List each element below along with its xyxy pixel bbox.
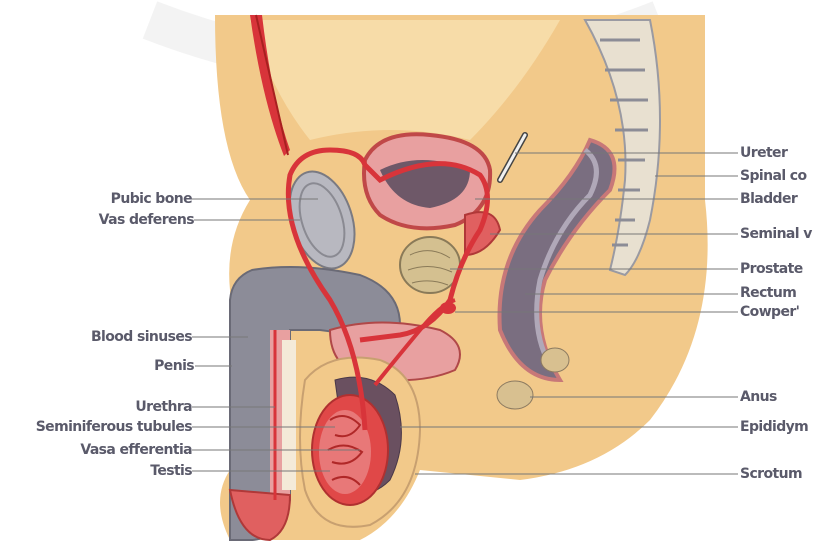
label-seminal-vesicle: Seminal v <box>740 226 812 242</box>
label-blood-sinuses: Blood sinuses <box>91 329 192 345</box>
label-ureter: Ureter <box>740 145 787 161</box>
label-penis: Penis <box>154 358 194 374</box>
label-cowpers-gland: Cowper' <box>740 304 799 320</box>
label-vasa-efferentia: Vasa efferentia <box>80 442 192 458</box>
label-vas-deferens: Vas deferens <box>99 212 194 228</box>
prostate <box>400 237 460 293</box>
label-spinal-cord: Spinal co <box>740 168 807 184</box>
label-urethra: Urethra <box>135 399 192 415</box>
anus-tissue <box>497 381 533 409</box>
penis-light-band <box>282 340 296 490</box>
label-anus: Anus <box>740 389 777 405</box>
label-testis: Testis <box>150 463 192 479</box>
label-rectum: Rectum <box>740 285 796 301</box>
label-pubic-bone: Pubic bone <box>111 191 192 207</box>
label-scrotum: Scrotum <box>740 466 802 482</box>
label-seminiferous-tubules: Seminiferous tubules <box>36 419 192 435</box>
label-epididymis: Epididym <box>740 419 808 435</box>
anus-tissue-2 <box>541 348 569 372</box>
label-bladder: Bladder <box>740 191 797 207</box>
label-prostate: Prostate <box>740 261 803 277</box>
